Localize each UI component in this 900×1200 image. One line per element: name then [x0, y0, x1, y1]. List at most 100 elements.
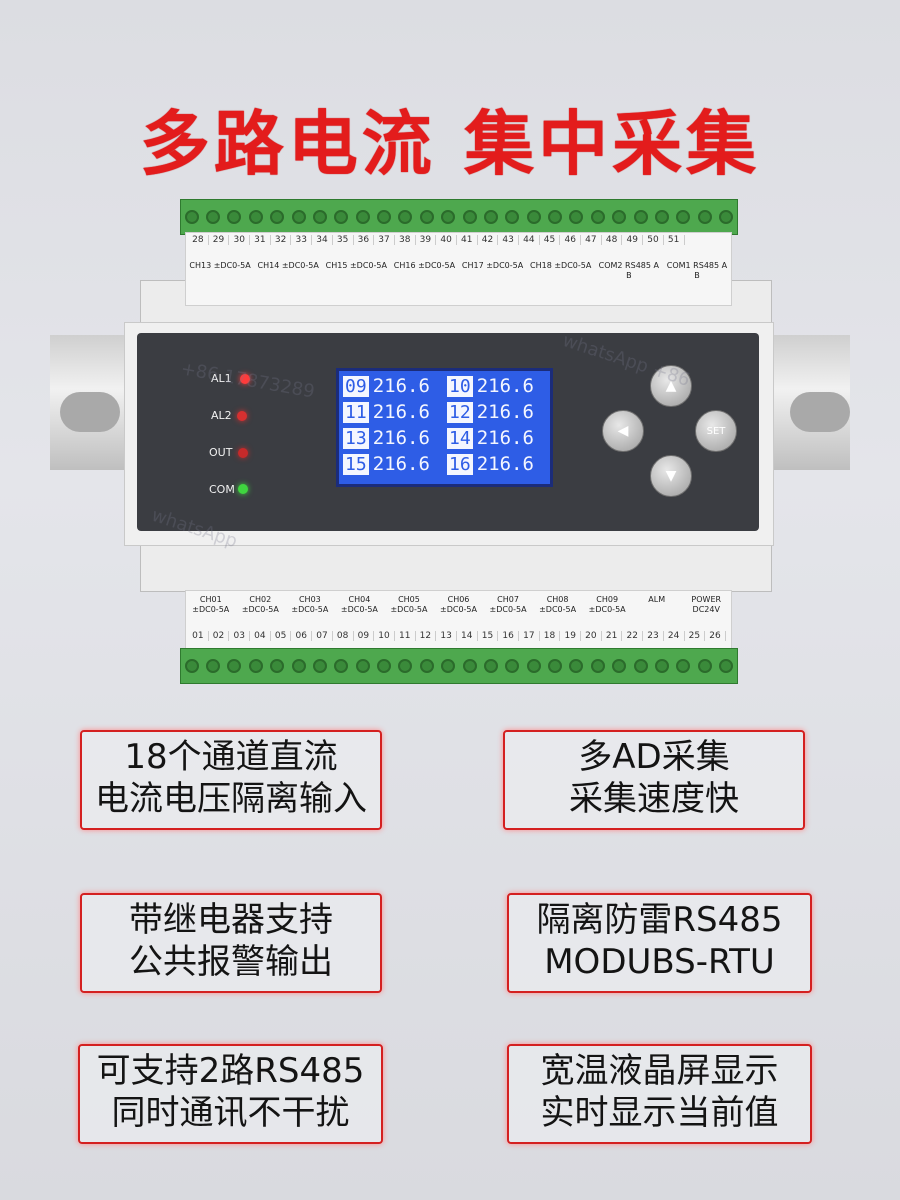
channel-label: CH06 ±DC0-5A: [440, 595, 477, 614]
alarm1-led-icon: [240, 374, 250, 384]
lcd-channel-number: 09: [343, 375, 369, 397]
channel-label: CH08 ±DC0-5A: [539, 595, 577, 614]
channel-label: COM1 RS485 A B: [666, 261, 728, 280]
terminal-number: 32: [271, 235, 292, 245]
channel-label: CH03 ±DC0-5A: [291, 595, 329, 614]
terminal-screw-icon: [590, 659, 605, 673]
terminal-screw-icon: [654, 210, 669, 224]
channel-label: CH07 ±DC0-5A: [489, 595, 527, 614]
feature-line: 实时显示当前值: [540, 1093, 779, 1133]
terminal-screw-icon: [505, 659, 520, 673]
terminal-number: 43: [498, 235, 519, 245]
terminal-number: 26: [705, 631, 726, 641]
terminal-screw-icon: [355, 210, 370, 224]
rail-slot-right: [790, 392, 850, 432]
channel-label: CH16 ±DC0-5A: [393, 261, 456, 270]
lcd-channel-number: 15: [343, 453, 369, 475]
feature-box-channels: 18个通道直流 电流电压隔离输入: [80, 730, 382, 830]
terminal-number: 12: [416, 631, 437, 641]
terminal-screw-icon: [676, 659, 691, 673]
terminal-screw-icon: [227, 210, 242, 224]
channel-label: CH17 ±DC0-5A: [461, 261, 524, 270]
terminal-number: 35: [333, 235, 354, 245]
terminal-screw-icon: [719, 210, 734, 224]
terminal-number: 19: [560, 631, 582, 641]
lcd-channel-number: 12: [447, 401, 473, 423]
terminal-screw-icon: [312, 210, 327, 224]
terminal-number: 10: [374, 631, 395, 641]
up-arrow-button[interactable]: ▲: [650, 365, 692, 407]
terminal-number: 11: [395, 631, 416, 641]
terminal-screw-icon: [612, 659, 627, 673]
terminal-screw-icon: [184, 659, 199, 673]
terminal-screw-icon: [355, 659, 370, 673]
lcd-channel-number: 13: [343, 427, 369, 449]
terminal-number: 34: [312, 235, 333, 245]
led-label-al1: AL1: [211, 372, 232, 385]
lcd-value: 216.6: [476, 453, 534, 475]
terminal-screw-icon: [697, 659, 712, 673]
terminal-number: 47: [581, 235, 602, 245]
terminal-screw-icon: [227, 659, 242, 673]
led-label-com: COM: [209, 483, 235, 496]
terminal-number: 21: [602, 631, 623, 641]
terminal-number: 24: [664, 631, 685, 641]
channel-label: ALM: [648, 595, 666, 604]
terminal-screw-icon: [419, 659, 434, 673]
lcd-value: 216.6: [476, 427, 534, 449]
terminal-screw-icon: [483, 659, 498, 673]
lcd-value: 216.6: [476, 401, 534, 423]
terminal-screw-icon: [526, 210, 541, 224]
terminal-number: 02: [209, 631, 230, 641]
terminal-screw-icon: [334, 659, 349, 673]
terminal-number: 05: [271, 631, 292, 641]
bottom-terminal-block: [180, 648, 738, 684]
terminal-number: 38: [395, 235, 416, 245]
feature-line: 同时通讯不干扰: [111, 1093, 350, 1133]
lcd-value: 216.6: [372, 427, 430, 449]
channel-label: CH01 ±DC0-5A: [192, 595, 230, 614]
set-button[interactable]: SET: [695, 410, 737, 452]
feature-line: 电流电压隔离输入: [95, 779, 367, 819]
terminal-number: 03: [229, 631, 251, 641]
terminal-screw-icon: [377, 659, 392, 673]
channel-label: CH15 ±DC0-5A: [325, 261, 387, 270]
lcd-value: 216.6: [372, 453, 430, 475]
terminal-screw-icon: [676, 210, 691, 224]
terminal-screw-icon: [633, 659, 648, 673]
terminal-number: 17: [519, 631, 540, 641]
terminal-screw-icon: [719, 659, 734, 673]
feature-line: 18个通道直流: [124, 737, 338, 777]
led-label-al2: AL2: [211, 409, 232, 422]
terminal-screw-icon: [441, 210, 456, 224]
terminal-screw-icon: [312, 659, 327, 673]
down-arrow-button[interactable]: ▼: [650, 455, 692, 497]
terminal-number: 20: [581, 631, 602, 641]
terminal-number: 49: [622, 235, 644, 245]
output-led-icon: [238, 448, 248, 458]
terminal-number: 08: [333, 631, 354, 641]
terminal-number: 40: [436, 235, 457, 245]
terminal-screw-icon: [612, 210, 627, 224]
lcd-value: 216.6: [476, 375, 534, 397]
terminal-screw-icon: [569, 210, 584, 224]
feature-line: 隔离防雷RS485: [536, 900, 783, 940]
lcd-channel-number: 16: [447, 453, 473, 475]
feature-box-lcd: 宽温液晶屏显示 实时显示当前值: [507, 1044, 812, 1144]
left-arrow-button[interactable]: ◀: [602, 410, 644, 452]
lcd-value: 216.6: [372, 375, 430, 397]
channel-label: COM2 RS485 A B: [598, 261, 659, 280]
terminal-number: 39: [416, 235, 437, 245]
feature-line: 宽温液晶屏显示: [540, 1051, 779, 1091]
terminal-number: 37: [374, 235, 395, 245]
